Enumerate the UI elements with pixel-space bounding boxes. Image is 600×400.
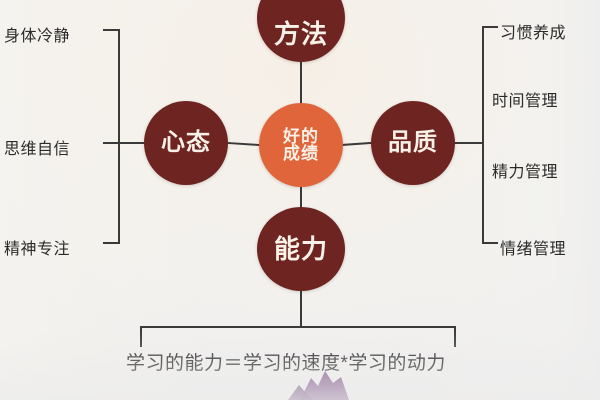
watermark-shape [288,371,349,400]
node-center-good-grades[interactable]: 好的 成绩 [259,103,343,187]
node-mindset[interactable]: 心态 [144,101,228,185]
leaf-mindset-1[interactable]: 身体冷静 [4,28,71,45]
formula-learning-ability[interactable]: 学习的能力＝学习的速度*学习的动力 [126,353,446,374]
node-mindset-label: 心态 [161,128,211,156]
leaf-mindset-2[interactable]: 思维自信 [4,141,71,158]
node-center-line1: 好的 [283,126,319,146]
node-method-label: 方法 [273,19,328,50]
line-center-to-mindset [226,141,261,147]
line-center-to-quality [339,141,373,147]
leaf-quality-2[interactable]: 时间管理 [492,93,559,110]
node-quality-label: 品质 [388,128,438,156]
node-center-line2: 成绩 [283,144,319,163]
leaf-quality-3[interactable]: 精力管理 [492,164,559,181]
node-ability[interactable]: 能力 [257,207,345,291]
leaf-quality-1[interactable]: 习惯养成 [500,25,567,42]
leaf-quality-4[interactable]: 情绪管理 [500,241,567,258]
node-ability-label: 能力 [273,233,328,264]
node-quality[interactable]: 品质 [371,101,455,185]
leaf-mindset-3[interactable]: 精神专注 [4,241,71,258]
